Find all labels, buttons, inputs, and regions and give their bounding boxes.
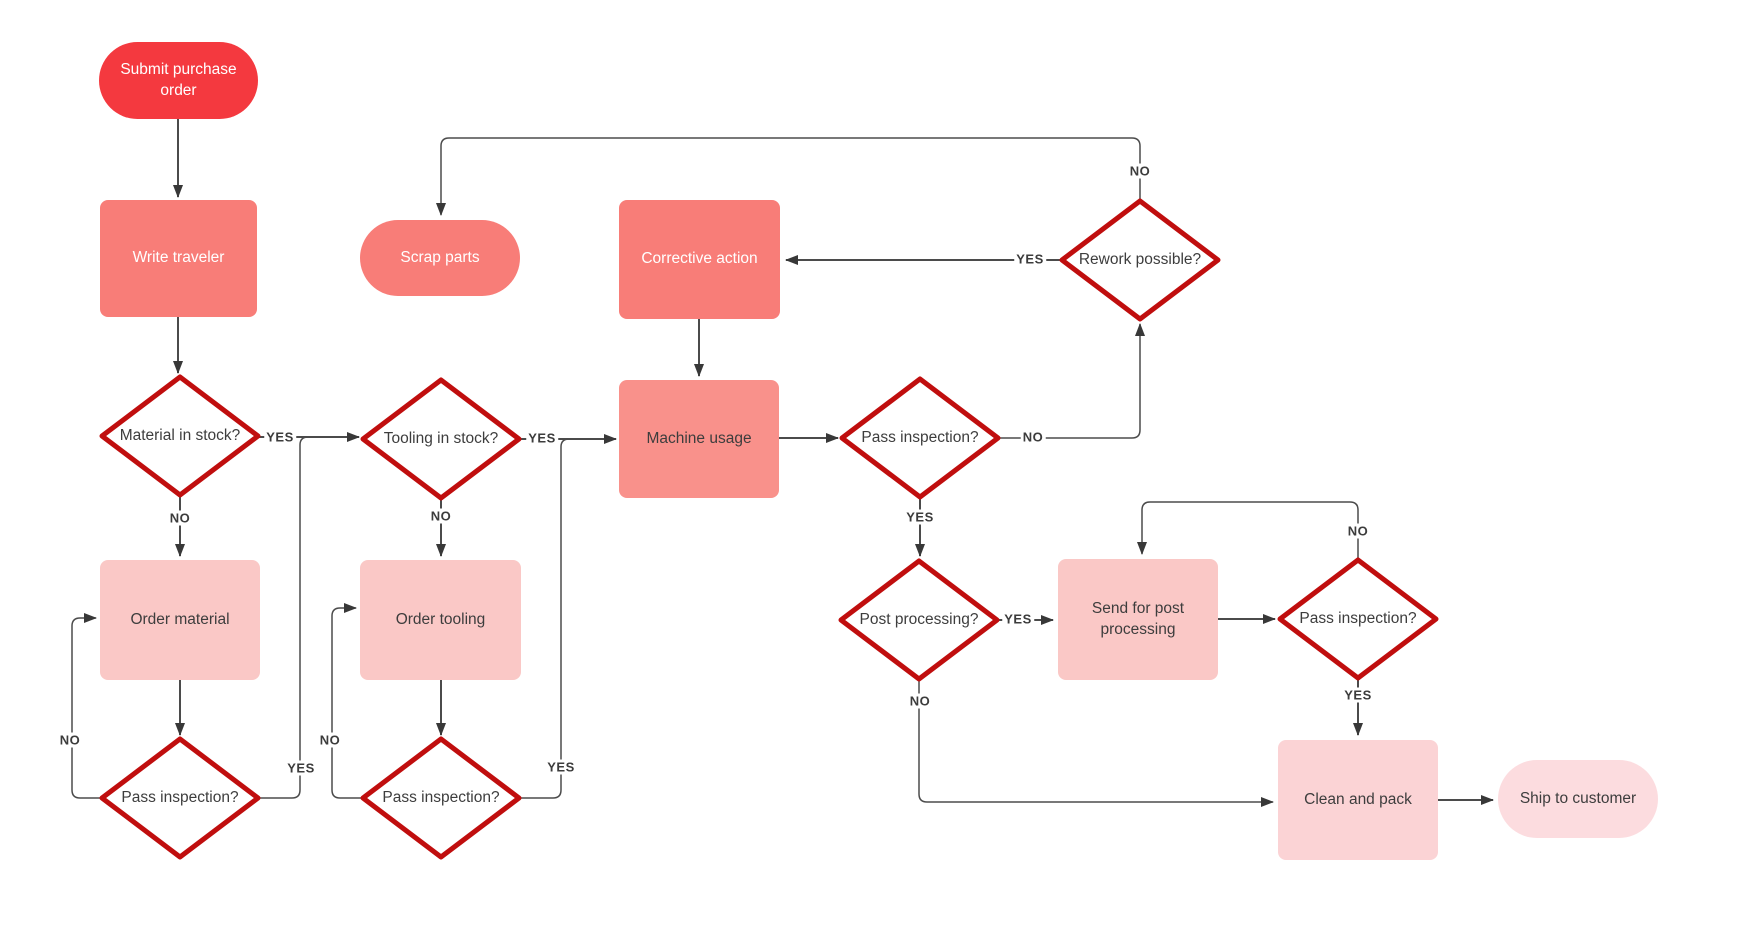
edge-passtool-yes-loop (519, 438, 570, 799)
node-machine-usage: Machine usage (619, 380, 779, 498)
decision-pass-inspection-center (839, 376, 1001, 500)
node-write-traveler: Write traveler (100, 200, 257, 317)
edge-label-passmat-yes: YES (285, 760, 317, 776)
edge-label-post-no: NO (907, 693, 933, 709)
edge-label-pass-no: NO (1020, 429, 1046, 445)
edge-label-passtool-no: NO (317, 732, 343, 748)
decision-post-processing (838, 558, 1000, 682)
decision-pass-inspection-tooling (360, 736, 522, 860)
edge-passtool-no-loop (331, 603, 363, 799)
edge-rework-no-to-scrap (436, 137, 1141, 216)
decision-pass-inspection-material (99, 736, 261, 860)
edge-pass-no-to-rework (998, 323, 1145, 439)
edge-passright-no-loop (1137, 501, 1359, 560)
edge-label-pass-yes: YES (904, 509, 936, 525)
edge-label-rework-yes: YES (1014, 251, 1046, 267)
decision-pass-inspection-right (1277, 557, 1439, 681)
edge-label-passright-yes: YES (1342, 687, 1374, 703)
edge-passmat-no-loop (71, 613, 102, 799)
node-order-tooling: Order tooling (360, 560, 521, 680)
node-corrective-action: Corrective action (619, 200, 780, 319)
edge-label-passright-no: NO (1345, 523, 1371, 539)
edge-passmat-yes-loop (258, 436, 309, 799)
node-submit-purchase-order: Submit purchase order (99, 42, 258, 119)
edge-label-post-yes: YES (1002, 611, 1034, 627)
decision-rework-possible (1059, 198, 1221, 322)
edge-label-tooling-no: NO (428, 508, 454, 524)
edge-label-passtool-yes: YES (545, 759, 577, 775)
edge-label-rework-no: NO (1127, 163, 1153, 179)
edge-label-material-yes: YES (264, 429, 296, 445)
node-send-for-post-processing: Send for post processing (1058, 559, 1218, 680)
node-clean-and-pack: Clean and pack (1278, 740, 1438, 860)
node-order-material: Order material (100, 560, 260, 680)
decision-tooling-in-stock (360, 377, 522, 501)
edge-label-material-no: NO (167, 510, 193, 526)
node-scrap-parts: Scrap parts (360, 220, 520, 296)
node-ship-to-customer: Ship to customer (1498, 760, 1658, 838)
decision-material-in-stock (99, 374, 261, 498)
edge-label-tooling-yes: YES (526, 430, 558, 446)
edge-post-no-to-clean (918, 679, 1274, 807)
edge-label-passmat-no: NO (57, 732, 83, 748)
